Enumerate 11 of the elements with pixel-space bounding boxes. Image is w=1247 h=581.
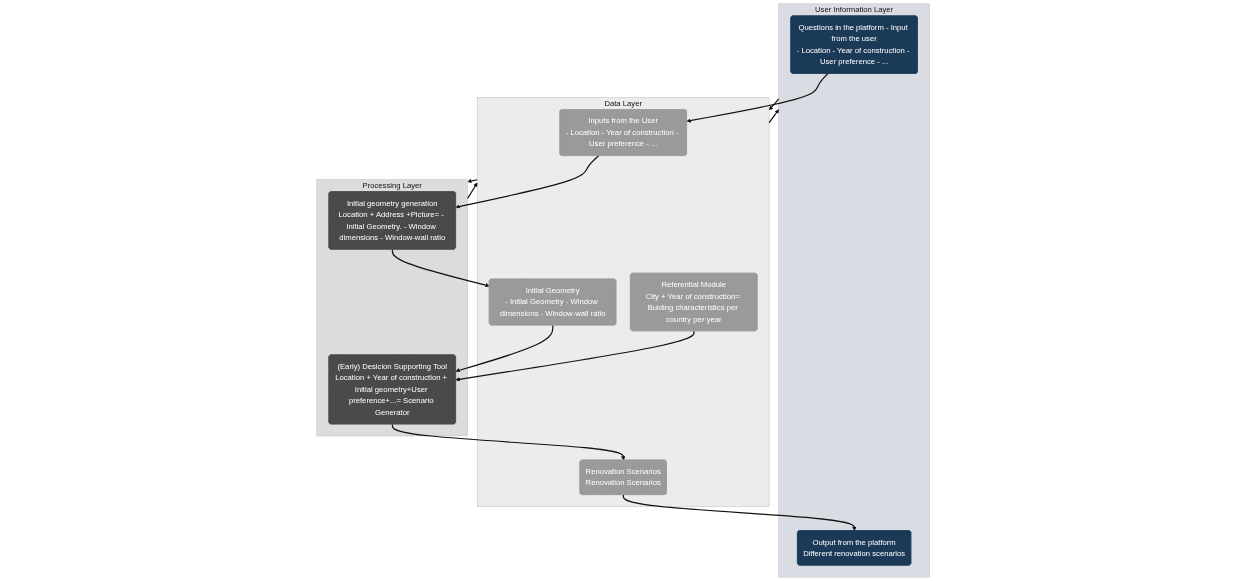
arrow [455, 155, 600, 209]
arrow [455, 330, 695, 382]
arrow [467, 178, 479, 183]
arrow [467, 182, 478, 199]
arrow [623, 494, 857, 531]
arrow [455, 324, 554, 373]
arrow [686, 73, 829, 123]
arrow [392, 248, 490, 288]
arrow [768, 109, 780, 124]
arrow [769, 98, 780, 111]
arrow [392, 423, 626, 461]
